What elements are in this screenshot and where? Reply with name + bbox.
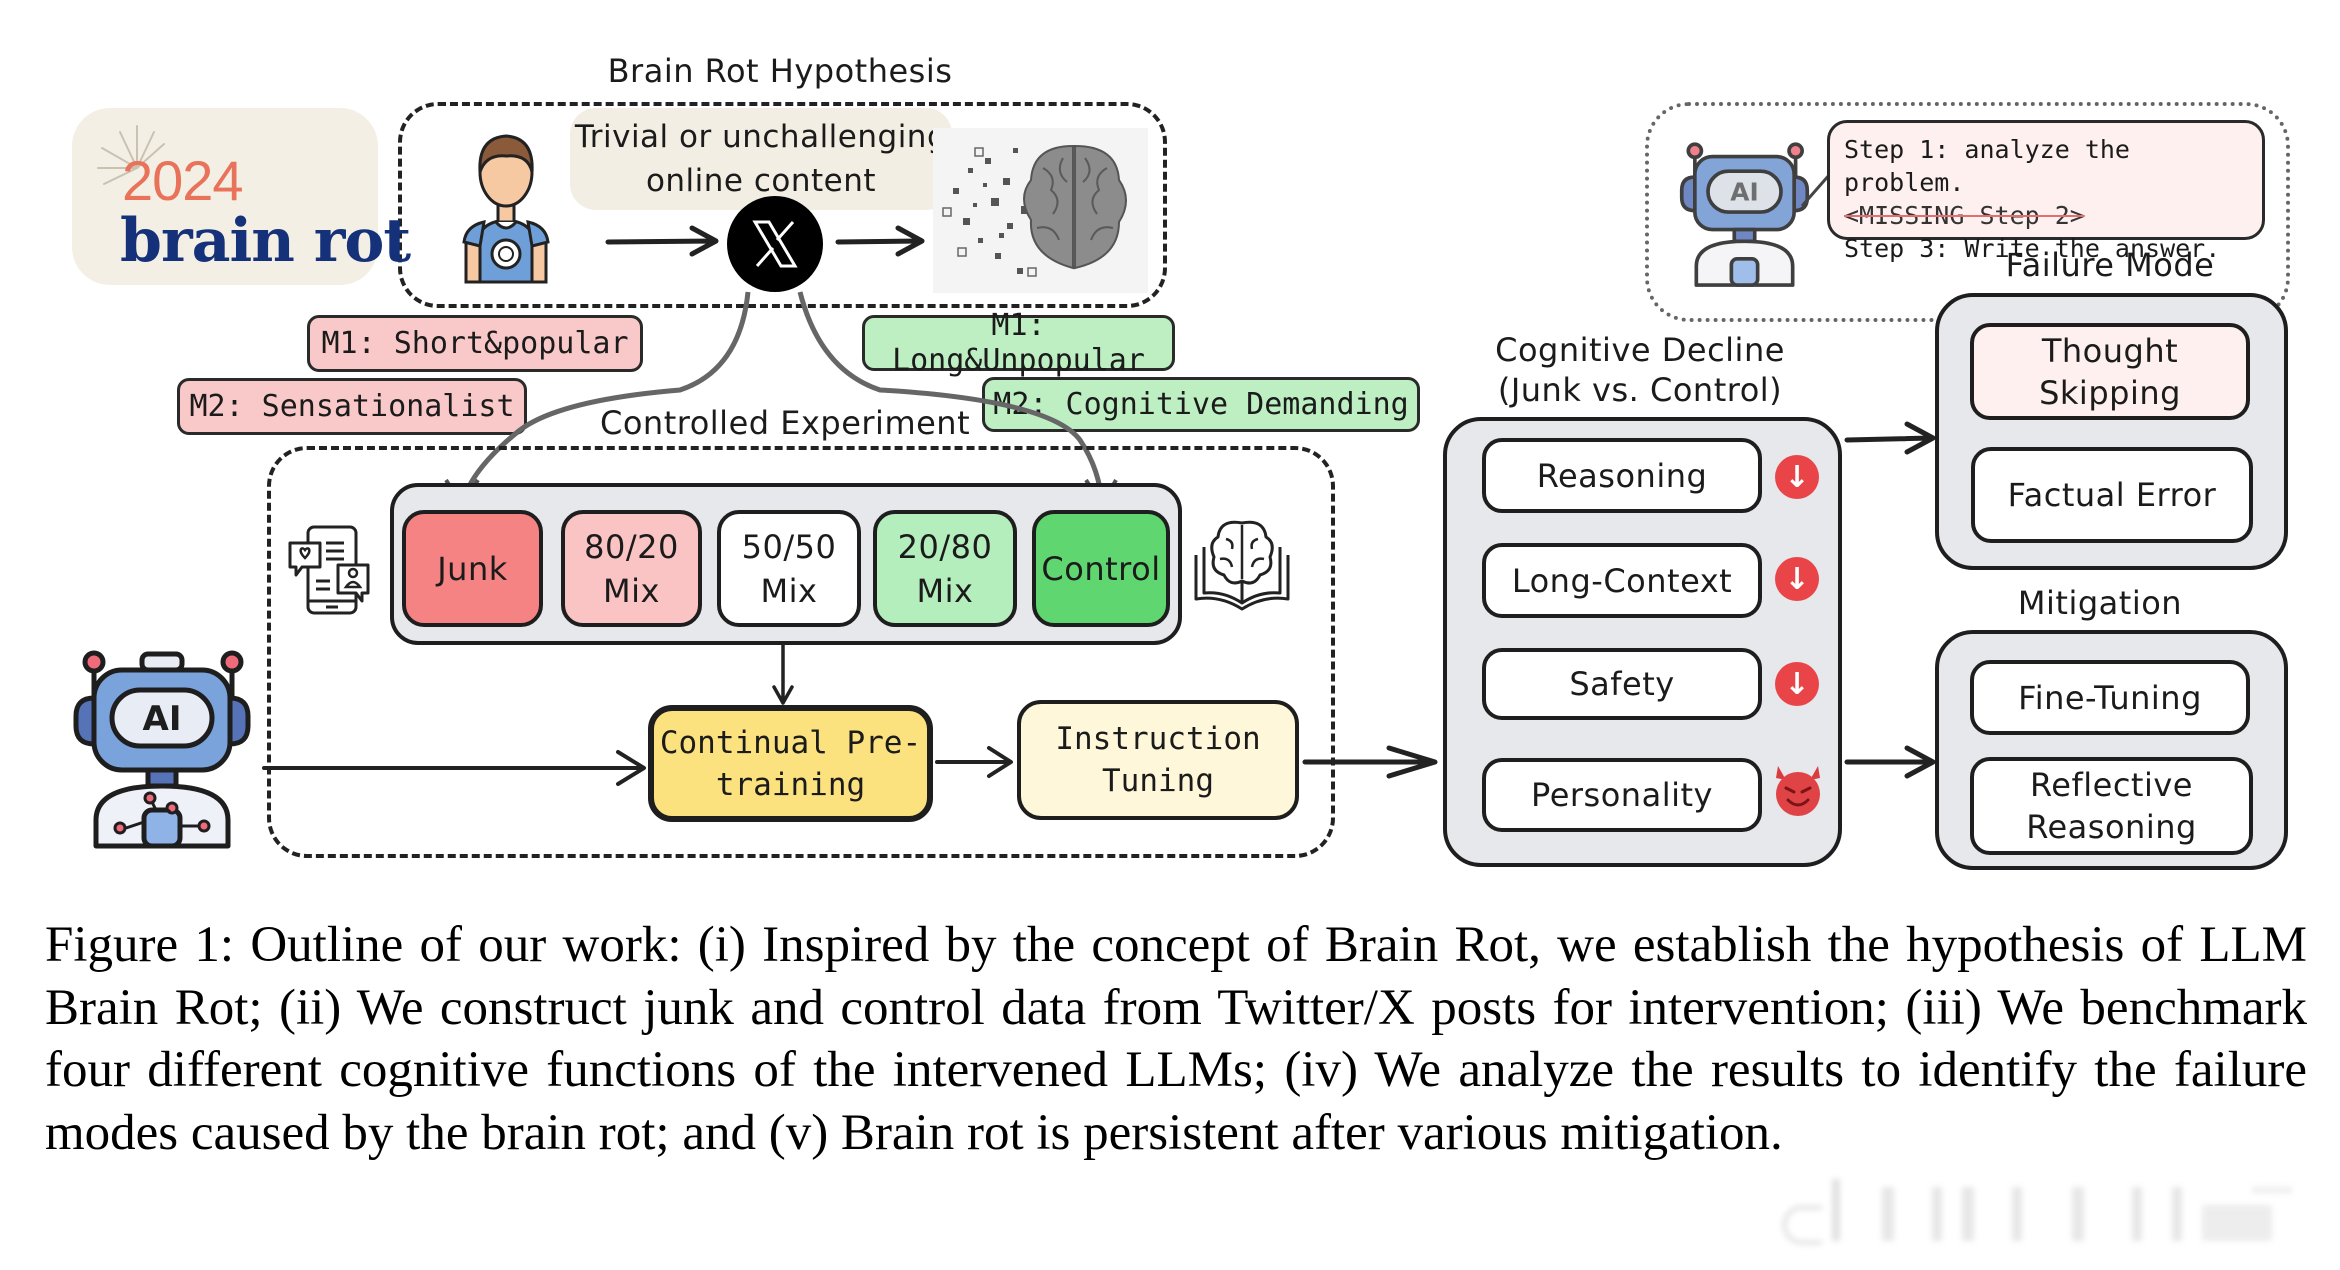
decline-title-line-2: (Junk vs. Control) — [1497, 371, 1783, 409]
arrow-mix-to-pretraining — [772, 643, 794, 705]
arrow-person-to-x — [605, 225, 719, 257]
x-glyph — [752, 220, 798, 268]
decline-item-reasoning[interactable]: Reasoning — [1482, 438, 1762, 513]
brain-icon — [942, 144, 1127, 277]
glitched-robot-icon: AI — [1679, 142, 1810, 287]
hypothesis-title: Brain Rot Hypothesis — [607, 52, 953, 90]
experiment-title: Controlled Experiment — [600, 404, 971, 442]
mix-ratio: 80/20 — [584, 527, 679, 566]
decline-title-line-1: Cognitive Decline — [1495, 331, 1785, 369]
figure-caption: Figure 1: Outline of our work: (i) Inspi… — [45, 917, 2307, 1161]
mix-control[interactable]: Control — [1032, 510, 1170, 627]
arrow-decline-to-failure — [1844, 421, 1936, 455]
arrow-experiment-to-decline — [1302, 745, 1438, 779]
decline-title: Cognitive Decline (Junk vs. Control) — [1460, 330, 1820, 410]
sparkle-icon — [97, 125, 165, 185]
step-1: Step 1: analyze the problem. — [1844, 135, 2130, 197]
logo-year: 2024 — [122, 149, 244, 212]
experiment-frame — [267, 446, 1335, 858]
ai-robot-icon: AI — [73, 650, 251, 849]
mix-label: Mix — [916, 571, 974, 610]
mix-ratio: 20/80 — [897, 527, 993, 566]
mix-20-80[interactable]: 20/80 Mix — [873, 510, 1017, 627]
social-media-icon — [288, 525, 370, 615]
decline-item-long-context[interactable]: Long-Context — [1482, 543, 1762, 618]
curve-x-to-control — [797, 291, 1105, 506]
missing-step-2: <MISSING Step 2> — [1844, 201, 2085, 230]
failure-item-line-2: Skipping — [2039, 373, 2181, 412]
arrow-decline-to-mitigation — [1844, 745, 1936, 779]
brain-book-icon — [1194, 520, 1290, 611]
arrow-robot-to-pretraining — [262, 750, 646, 786]
bubble-line-1: Trivial or unchallenging — [574, 119, 948, 155]
stage-label-line-1: Instruction — [1055, 721, 1261, 757]
failure-item-thought-skipping[interactable]: Thought Skipping — [1970, 323, 2250, 420]
x-logo-icon — [727, 196, 823, 292]
stage-label-line-2: Tuning — [1102, 763, 1214, 799]
mix-junk[interactable]: Junk — [402, 510, 543, 627]
instruction-tuning-stage[interactable]: Instruction Tuning — [1017, 700, 1299, 820]
stage-label-line-1: Continual Pre- — [659, 724, 922, 761]
down-arrow-icon: ↓ — [1775, 557, 1819, 601]
continual-pretraining-stage[interactable]: Continual Pre- training — [648, 705, 933, 822]
watermark — [1782, 1175, 2302, 1245]
reasoning-steps-bubble: Step 1: analyze the problem. <MISSING St… — [1827, 120, 2265, 263]
brain-rot-logo: 2024 brain rot — [72, 108, 411, 285]
stage-label-line-2: training — [715, 766, 866, 803]
arrow-x-to-brain — [835, 225, 925, 257]
speech-connector — [1800, 173, 1832, 207]
failure-item-factual-error[interactable]: Factual Error — [1971, 447, 2253, 543]
devil-face-icon — [1776, 766, 1820, 816]
mix-label: Junk — [437, 549, 508, 588]
logo-brand-text: brain rot — [120, 206, 411, 276]
content-bubble: Trivial or unchallenging online content — [570, 108, 952, 210]
mix-label: Mix — [603, 571, 660, 610]
mix-label: Mix — [760, 571, 818, 610]
mitigation-item-line-2: Reasoning — [2026, 808, 2197, 846]
bubble-line-2: online content — [645, 163, 877, 199]
arrow-pretraining-to-tuning — [935, 746, 1013, 778]
mitigation-item-line-1: Reflective — [2030, 766, 2193, 804]
mitigation-item-fine-tuning[interactable]: Fine-Tuning — [1970, 660, 2250, 735]
step-3: Step 3: Write the answer. — [1844, 234, 2221, 263]
mitigation-title: Mitigation — [2017, 584, 2183, 622]
mix-50-50[interactable]: 50/50 Mix — [717, 510, 861, 627]
mitigation-item-reflective-reasoning[interactable]: Reflective Reasoning — [1970, 757, 2253, 855]
decline-item-personality[interactable]: Personality — [1482, 758, 1762, 832]
decline-item-safety[interactable]: Safety — [1482, 648, 1762, 720]
mix-label: Control — [1041, 549, 1161, 588]
curve-x-to-junk — [459, 291, 751, 506]
hypothesis-frame — [398, 102, 1167, 308]
failure-mode-title: Failure Mode — [2005, 246, 2215, 284]
down-arrow-icon: ↓ — [1775, 455, 1819, 499]
mix-ratio: 50/50 — [741, 527, 837, 566]
junk-metric-m1-tag: M1: Short&popular — [307, 315, 643, 372]
ai-label: AI — [1730, 177, 1758, 206]
decaying-brain-image — [933, 128, 1148, 293]
person-icon — [462, 134, 550, 284]
ai-label: AI — [143, 699, 182, 739]
junk-metric-m2-tag: M2: Sensationalist — [177, 378, 527, 435]
failure-item-line-1: Thought — [2041, 331, 2179, 370]
mix-80-20[interactable]: 80/20 Mix — [561, 510, 702, 627]
down-arrow-icon: ↓ — [1775, 662, 1819, 706]
